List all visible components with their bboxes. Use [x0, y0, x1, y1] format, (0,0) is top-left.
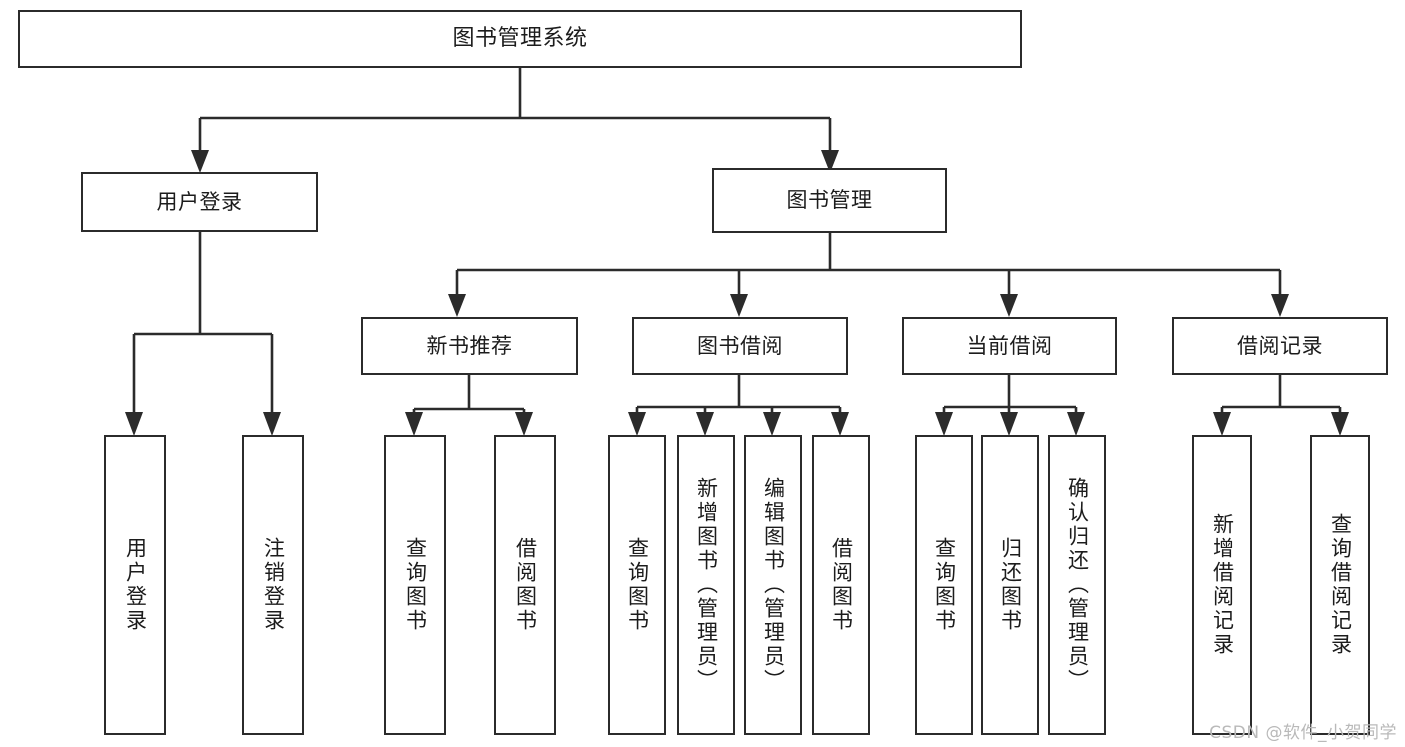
node-label: 图书管理: [786, 188, 873, 213]
node-current-borrow[interactable]: 当前借阅: [902, 317, 1117, 375]
node-label: 查询图书: [403, 537, 428, 633]
watermark: CSDN @软件_小贺同学: [1209, 723, 1397, 743]
node-label: 查询图书: [932, 537, 957, 633]
node-label: 新书推荐: [426, 333, 513, 358]
leaf-user-login-login[interactable]: 用户登录: [104, 435, 166, 735]
node-user-login[interactable]: 用户登录: [81, 172, 318, 232]
node-book-borrow[interactable]: 图书借阅: [632, 317, 848, 375]
node-new-book-recommend[interactable]: 新书推荐: [361, 317, 578, 375]
node-label: 注销登录: [261, 537, 286, 633]
node-label: 查询图书: [625, 537, 650, 633]
leaf-borrow-add-book-admin[interactable]: 新增图书（管理员）: [677, 435, 735, 735]
leaf-new-book-query[interactable]: 查询图书: [384, 435, 446, 735]
node-label: 图书借阅: [697, 333, 783, 358]
node-label: 归还图书: [998, 537, 1023, 633]
leaf-borrow-query-book[interactable]: 查询图书: [608, 435, 666, 735]
leaf-borrow-borrow-book[interactable]: 借阅图书: [812, 435, 870, 735]
leaf-borrow-edit-book-admin[interactable]: 编辑图书（管理员）: [744, 435, 802, 735]
node-label: 图书管理系统: [452, 26, 588, 52]
node-borrow-record[interactable]: 借阅记录: [1172, 317, 1388, 375]
node-label: 用户登录: [156, 189, 243, 214]
leaf-current-query-book[interactable]: 查询图书: [915, 435, 973, 735]
node-label: 借阅记录: [1237, 333, 1323, 358]
leaf-current-confirm-return-admin[interactable]: 确认归还（管理员）: [1048, 435, 1106, 735]
node-label: 查询借阅记录: [1328, 513, 1353, 657]
leaf-new-book-borrow[interactable]: 借阅图书: [494, 435, 556, 735]
node-label: 借阅图书: [513, 537, 538, 633]
node-label: 编辑图书（管理员）: [761, 477, 786, 693]
leaf-record-add-record[interactable]: 新增借阅记录: [1192, 435, 1252, 735]
node-label: 新增图书（管理员）: [694, 477, 719, 693]
node-label: 确认归还（管理员）: [1065, 477, 1090, 693]
leaf-current-return-book[interactable]: 归还图书: [981, 435, 1039, 735]
leaf-record-query-record[interactable]: 查询借阅记录: [1310, 435, 1370, 735]
node-label: 用户登录: [123, 537, 148, 633]
leaf-user-login-logout[interactable]: 注销登录: [242, 435, 304, 735]
node-label: 当前借阅: [966, 333, 1053, 358]
node-label: 借阅图书: [829, 537, 854, 633]
node-book-management[interactable]: 图书管理: [712, 168, 947, 233]
node-label: 新增借阅记录: [1210, 513, 1235, 657]
node-root-system[interactable]: 图书管理系统: [18, 10, 1022, 68]
